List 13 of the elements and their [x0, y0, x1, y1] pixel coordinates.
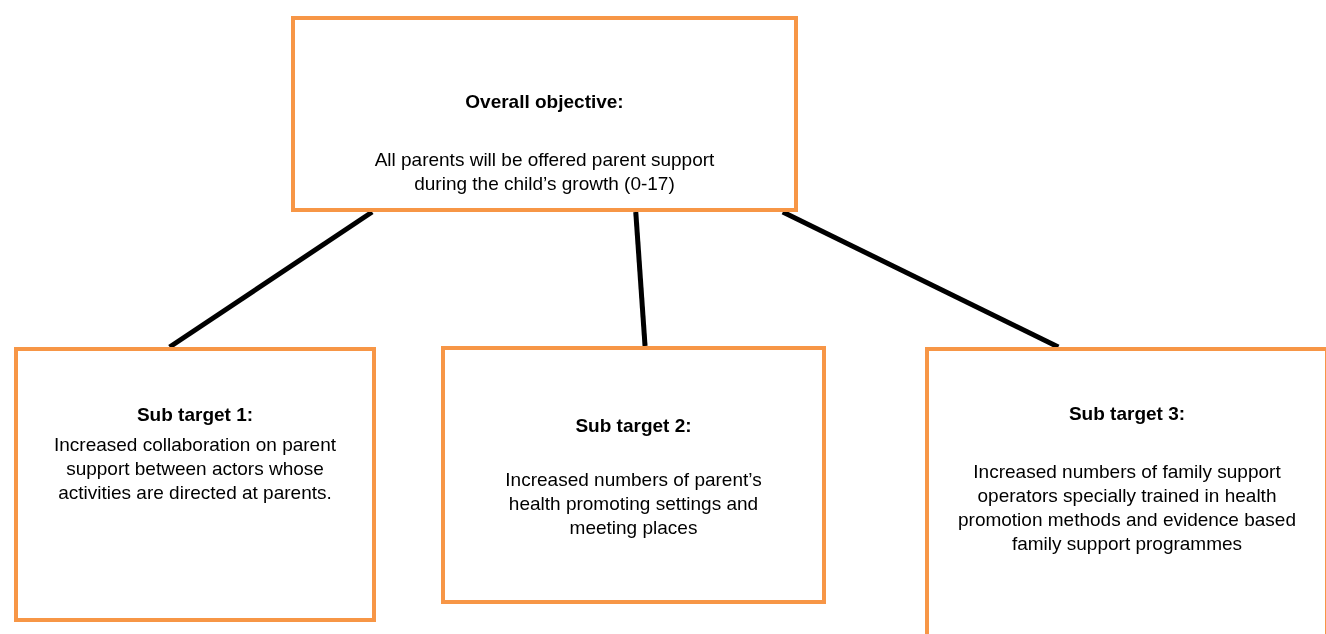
box-heading: Sub target 1: — [136, 403, 254, 427]
box-heading: Sub target 2: — [575, 414, 692, 438]
box-heading: Overall objective: — [465, 90, 624, 114]
box-text: Increased numbers of family support operators specially trained in health promotion methods and evidence based family support programmes — [957, 460, 1297, 556]
box-text: All parents will be offered parent support during the child’s growth (0-17) — [373, 148, 716, 196]
box-heading: Sub target 3: — [1068, 402, 1186, 426]
target-box — [291, 16, 798, 212]
box-text: Increased numbers of parent’s health promoting settings and meeting places — [504, 468, 763, 540]
target-box — [441, 346, 826, 604]
target-box — [14, 347, 376, 622]
connector-line — [633, 211, 648, 347]
box-text: Increased collaboration on parent support between actors whose activities are directed at parents. — [53, 433, 337, 505]
target-box — [925, 347, 1326, 634]
